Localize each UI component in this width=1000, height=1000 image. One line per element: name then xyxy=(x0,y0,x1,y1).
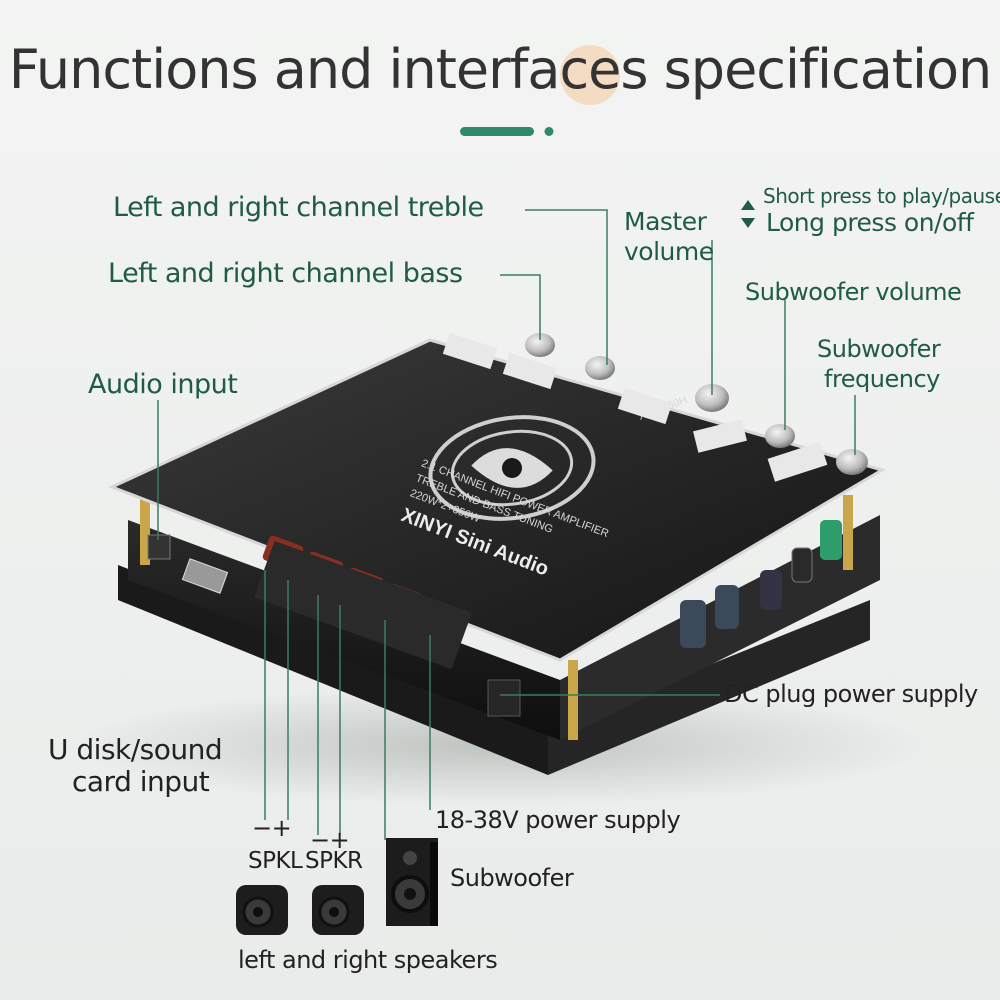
master-volume-knob[interactable] xyxy=(695,384,729,412)
title-highlight xyxy=(560,45,620,105)
volume-label-plate xyxy=(617,387,673,425)
sub-freq-label-plate xyxy=(767,441,828,482)
capacitor xyxy=(791,547,813,583)
audio-input-jack[interactable] xyxy=(147,534,171,560)
u-disk-callout-line2: card input xyxy=(72,765,210,798)
standoff xyxy=(140,495,150,565)
accent-dot xyxy=(544,127,554,136)
bass-knob[interactable] xyxy=(585,356,615,380)
dc-power-jack[interactable] xyxy=(487,679,521,717)
spkr-label: SPKR xyxy=(305,848,363,874)
standoff xyxy=(568,660,578,740)
long-press-callout: Long press on/off xyxy=(766,208,974,237)
master-volume-callout-line2: volume xyxy=(624,237,714,266)
right-speaker-icon xyxy=(312,885,364,935)
left-speaker-icon xyxy=(236,885,288,935)
fan-logo-icon xyxy=(428,415,596,521)
short-press-callout: Short press to play/pause xyxy=(763,184,1000,208)
spkl-label: SPKL xyxy=(248,848,303,874)
treble-label-plate xyxy=(442,332,498,370)
page-title: Functions and interfaces specification xyxy=(8,38,992,101)
subwoofer-callout: Subwoofer xyxy=(450,864,574,892)
master-volume-callout-line1: Master xyxy=(624,207,707,236)
standoff xyxy=(843,495,853,570)
lr-speakers-callout: left and right speakers xyxy=(238,946,498,974)
lower-pcb-side xyxy=(548,600,870,775)
capacitor xyxy=(715,585,739,629)
lower-pcb-front xyxy=(118,565,548,775)
bass-callout: Left and right channel bass xyxy=(108,258,463,289)
capacitor xyxy=(760,570,782,610)
spkl-polarity: −+ xyxy=(252,814,292,842)
accent-bar xyxy=(460,127,534,136)
power-supply-callout: 18-38V power supply xyxy=(435,806,681,834)
treble-callout: Left and right channel treble xyxy=(113,192,484,223)
speaker-terminals xyxy=(254,535,472,670)
spkr-polarity: −+ xyxy=(310,826,350,854)
leader-lines xyxy=(157,209,856,840)
capacitor xyxy=(680,600,706,648)
subwoofer-frequency-callout-line2: frequency xyxy=(824,365,940,393)
subwoofer-volume-knob[interactable] xyxy=(765,424,795,448)
subwoofer-volume-callout: Subwoofer volume xyxy=(745,278,962,306)
inductor xyxy=(820,520,842,560)
dc-plug-callout: DC plug power supply xyxy=(724,680,978,708)
u-disk-callout-line1: U disk/sound xyxy=(48,733,223,766)
bass-label-plate xyxy=(502,352,558,390)
subwoofer-frequency-knob[interactable] xyxy=(836,449,868,475)
subwoofer-speaker-icon xyxy=(386,838,438,926)
treble-knob[interactable] xyxy=(525,333,555,357)
sub-volume-label-plate xyxy=(693,419,747,453)
subwoofer-frequency-callout-line1: Subwoofer xyxy=(817,335,941,363)
usb-port[interactable] xyxy=(181,558,229,594)
up-arrow-icon xyxy=(741,200,755,210)
down-arrow-icon xyxy=(741,218,755,228)
audio-input-callout: Audio input xyxy=(88,369,238,400)
